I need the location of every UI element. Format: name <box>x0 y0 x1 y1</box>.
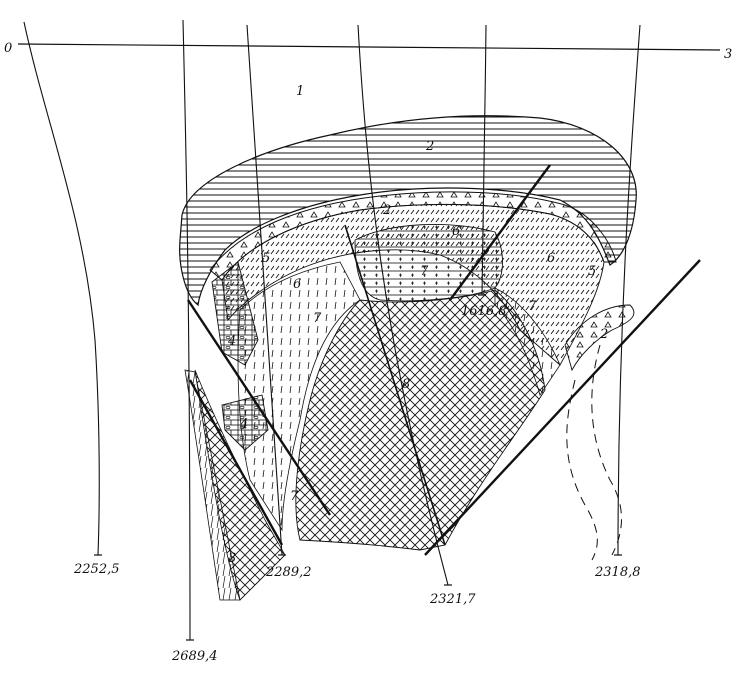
section-left-label: 0 <box>4 41 12 56</box>
well-depth-label: 2318,8 <box>594 565 641 580</box>
unit-label-7-right: 7 <box>528 299 537 314</box>
well-2689-4-trace <box>182 19 191 641</box>
unit-label-4-lower: 4 <box>239 417 248 432</box>
fault-right <box>424 259 701 556</box>
unit-label-2-mid: 2 <box>382 203 391 218</box>
well-2252-5-trace <box>23 21 100 556</box>
well-2318-8-trace <box>617 24 641 556</box>
well-2289-2-trace <box>246 24 283 556</box>
well-depth-label: 2689,4 <box>171 649 218 664</box>
well-1616-8-trace <box>481 24 487 296</box>
fault-center <box>344 224 446 546</box>
unit-label-7-left: 7 <box>313 311 322 326</box>
unit-label-7-bottom: 7 <box>290 489 299 504</box>
unit-label-2-top: 2 <box>425 139 434 154</box>
unit-label-6-top: 6 <box>452 224 460 239</box>
well-depth-label: 2321,7 <box>429 592 476 607</box>
unit-3-layer <box>184 369 241 601</box>
unit-label-7-center: 7 <box>420 264 429 279</box>
unit-label-1: 1 <box>296 84 304 99</box>
well-depth-label: 1616,8 <box>461 304 507 319</box>
unit-label-8: 8 <box>402 377 410 392</box>
unit-4-lower <box>221 394 269 451</box>
well-depth-label: 2289,2 <box>265 565 312 580</box>
dashed-contact-1 <box>591 344 622 556</box>
unit-label-5-right: 5 <box>588 264 596 279</box>
dashed-contact-2 <box>566 379 598 561</box>
section-right-label: 3 <box>724 47 732 62</box>
unit-label-5-left: 5 <box>262 251 270 266</box>
unit-label-6-right: 6 <box>547 251 555 266</box>
unit-label-3: 3 <box>228 551 236 566</box>
unit-6-layer <box>221 203 605 366</box>
well-depth-label: 2252,5 <box>73 562 120 577</box>
unit-label-6-left: 6 <box>293 277 301 292</box>
unit-2-right-lens <box>564 304 635 372</box>
unit-label-4-upper: 4 <box>227 334 236 349</box>
fault-left <box>186 299 332 516</box>
unit-4-upper <box>211 261 259 366</box>
unit-8-core <box>295 289 546 551</box>
unit-label-2-right: 2 <box>599 327 608 342</box>
section-baseline <box>17 43 721 51</box>
well-2321-7-trace <box>357 24 449 586</box>
fault-upper <box>449 164 551 301</box>
fault-left-2 <box>188 379 284 546</box>
